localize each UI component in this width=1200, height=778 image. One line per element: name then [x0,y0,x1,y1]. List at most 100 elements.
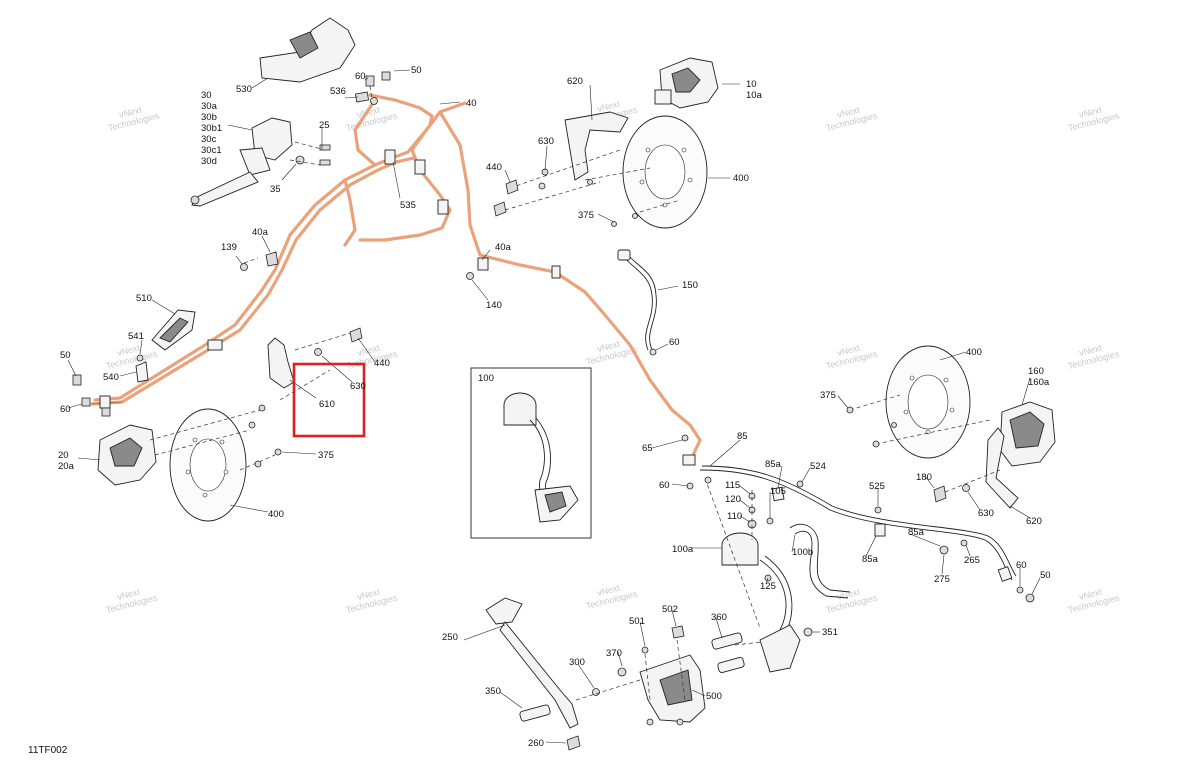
callout-40a-left: 40a [252,227,269,238]
rear-hoses [649,348,1035,633]
callout-50-left: 50 [60,350,71,361]
leader-lines [67,69,1041,744]
callout-502: 502 [662,604,678,615]
callout-10: 10 [746,79,757,90]
clip-535 [384,149,396,165]
washer-630-right [962,484,970,492]
bracket-620-right [985,427,1019,509]
washer-60-right [1016,586,1024,594]
washer-60-left [81,397,91,407]
callout-300: 300 [569,657,585,668]
callout-250: 250 [442,632,458,643]
watermarks: vNext Technologies vNext Technologies vN… [105,99,1121,615]
callout-440-top: 440 [486,162,502,173]
watermark: vNext Technologies [1067,587,1121,615]
callout-30b1: 30b1 [201,123,222,134]
banjo-50-right [1025,593,1035,603]
watermark: vNext Technologies [1067,105,1121,133]
front-left-caliper-group [97,327,363,522]
clip-40a-left [265,251,279,267]
fitting-65 [681,434,689,442]
callout-40: 40 [466,98,477,109]
callout-275: 275 [934,574,950,585]
callout-25: 25 [319,120,330,131]
rear-caliper-group [846,345,1056,509]
washer-300 [592,688,600,696]
line-clips [99,149,696,466]
bolt-541 [136,354,144,362]
brake-pedal-group [485,597,813,751]
bracket-610 [267,337,295,389]
callout-501: 501 [629,616,645,627]
callout-536: 536 [330,86,346,97]
callout-60-left: 60 [60,404,71,415]
callout-375-top: 375 [578,210,594,221]
diagram-code: 11TF002 [28,745,68,756]
callout-100a: 100a [672,544,694,555]
clip [437,199,449,215]
highlight-box-610 [292,362,366,438]
pin-350 [519,704,551,722]
clip [682,454,696,466]
callout-400-left: 400 [268,509,284,520]
watermark: vNext Technologies [825,587,879,615]
small-fasteners [240,251,474,280]
callout-139: 139 [221,242,237,253]
callout-440-mid: 440 [374,358,390,369]
watermark: vNext Technologies [105,343,159,371]
washer-60-mid [649,348,657,356]
bolt-275 [939,545,949,555]
clip [551,265,561,279]
callout-510: 510 [136,293,152,304]
bolt-351 [803,627,813,637]
callout-125: 125 [760,581,776,592]
callout-60-top: 60 [355,71,366,82]
clip [99,395,111,409]
callout-375-right: 375 [820,390,836,401]
callout-100: 100 [478,373,494,384]
master-cylinder-rear [759,624,801,673]
watermark: vNext Technologies [825,343,879,371]
bolt-35 [295,155,305,165]
bushing-370 [617,667,627,677]
callout-60-low: 60 [659,480,670,491]
callout-105: 105 [770,486,786,497]
pin-360 [711,632,743,650]
callout-370: 370 [606,648,622,659]
callout-40a-mid: 40a [495,242,512,253]
watermark: vNext Technologies [585,339,639,367]
callout-260: 260 [528,738,544,749]
bracket-620-top [564,111,629,181]
bolt-525 [874,506,882,514]
inset-box-100 [470,367,592,539]
pedal-250 [499,621,579,729]
washer-630-mid [314,348,322,356]
callout-265: 265 [964,555,980,566]
callout-160: 160 [1028,366,1044,377]
clip-40a [477,257,489,271]
callout-630-top: 630 [538,136,554,147]
nut-502 [671,625,685,639]
callout-524: 524 [810,461,826,472]
callout-525: 525 [869,481,885,492]
bolt-501 [641,646,649,654]
callout-10a: 10a [746,90,763,101]
front-right-caliper-group [493,57,719,229]
clip-260 [566,735,581,751]
banjo-top [354,71,391,105]
bolt-140 [466,272,474,280]
callout-35: 35 [270,184,281,195]
callout-351: 351 [822,627,838,638]
left-brackets [72,309,196,417]
callout-30c1: 30c1 [201,145,222,156]
callout-30c: 30c [201,134,217,145]
washer-105 [766,517,774,525]
callout-65: 65 [642,443,653,454]
callout-610: 610 [319,399,335,410]
callout-350: 350 [485,686,501,697]
bracket-540 [135,361,149,383]
callout-50-top: 50 [411,65,422,76]
front-master-cylinder-group [190,17,356,207]
